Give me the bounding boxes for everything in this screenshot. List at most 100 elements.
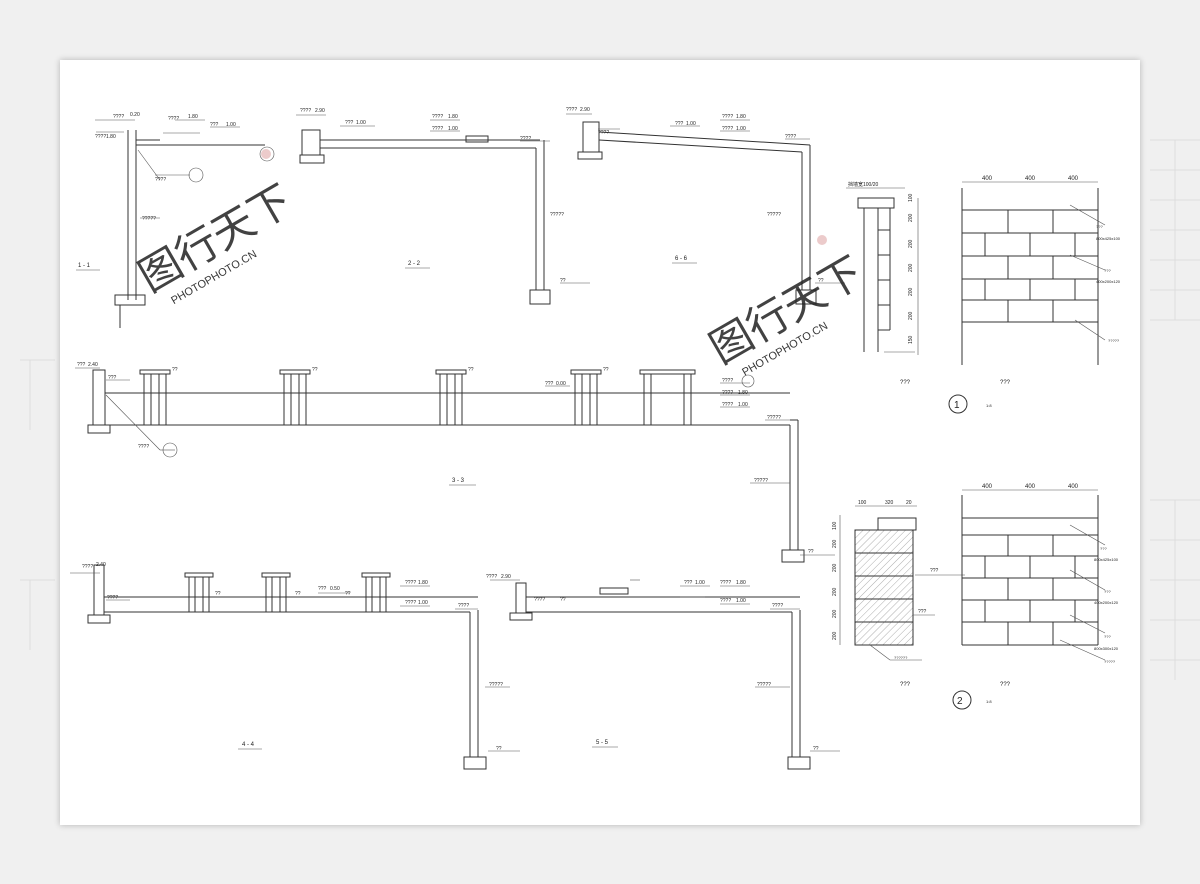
watermark-2: 图行天下 PHOTOPHOTO.CN xyxy=(701,247,871,379)
dim-top: 400 xyxy=(1068,176,1079,182)
detail-marker-1 xyxy=(948,394,968,414)
elev-label: ??? xyxy=(318,586,327,592)
dim-side: 200 xyxy=(908,311,914,320)
detail-marker-2 xyxy=(952,690,972,710)
callout-label: 800x425x100 xyxy=(1096,236,1121,241)
elev-label: ?? xyxy=(813,746,819,752)
detail1-scale: 1:8 xyxy=(986,403,992,408)
elev-label: ???? xyxy=(155,177,166,183)
watermark-seal xyxy=(817,235,827,245)
elev-label: ???? xyxy=(95,134,106,140)
elev-label: ????? xyxy=(489,682,503,688)
elev-label: ???? xyxy=(598,130,609,136)
elev-label: ???? xyxy=(432,114,443,120)
section-5-5: ???? 2.90 ???? ?? ??? 1.00 ???? 1.80 ???… xyxy=(486,574,840,770)
elev-label: ????? xyxy=(757,682,771,688)
section-2-2: ???? 2.90 ??? 1.00 ???? 1.80 ???? 1.00 ?… xyxy=(296,108,590,305)
brick-courses-2 xyxy=(962,517,1098,646)
elev-label: 1.00 xyxy=(226,122,236,128)
elev-label: 1.00 xyxy=(695,580,705,586)
detail2-caption-right: ??? xyxy=(1000,682,1011,688)
dim-top: 400 xyxy=(982,484,993,490)
elev-label: ?? xyxy=(312,367,318,373)
brick-courses-1 xyxy=(962,209,1098,323)
elev-label: ????? xyxy=(767,415,781,421)
elev-label: ?? xyxy=(496,746,502,752)
dim-side: 150 xyxy=(908,335,914,344)
dim-top: 400 xyxy=(1025,484,1036,490)
elev-label: ???? xyxy=(722,402,733,408)
elev-label: ???? xyxy=(566,107,577,113)
callout-label: ??? xyxy=(1104,589,1111,594)
detail-2: 100 320 20 100 200 200 200 200 200 ?????… xyxy=(832,484,1119,710)
elev-label: ???? xyxy=(720,580,731,586)
elev-label: ???? xyxy=(168,116,179,122)
callout-label: ????? xyxy=(1108,338,1120,343)
detail2-mid-label: ??? xyxy=(918,609,927,615)
elev-label: ?? xyxy=(818,278,824,284)
elev-label: ??? xyxy=(210,122,219,128)
elev-label: ?? xyxy=(172,367,178,373)
callout-label: ????? xyxy=(1104,659,1116,664)
section-label-4-4: 4 - 4 xyxy=(242,742,255,748)
detail1-header: 挡墙宽100/20 xyxy=(848,181,879,188)
detail2-mid-label: ??? xyxy=(930,568,939,574)
dim-top-left: 20 xyxy=(906,500,912,506)
dim-side: 200 xyxy=(832,539,838,548)
detail2-left-note: ?????? xyxy=(894,655,908,660)
dim-side: 200 xyxy=(908,213,914,222)
section-label-1-1: 1 - 1 xyxy=(78,263,91,269)
section-6-6: ???? 2.90 ???? ??? 1.00 ???? 1.80 ???? 1… xyxy=(566,107,845,305)
callout-label: 400x200x120 xyxy=(1096,279,1121,284)
elev-label: ?? xyxy=(295,591,301,597)
elev-label: 1.00 xyxy=(448,126,458,132)
dim-side: 200 xyxy=(832,609,838,618)
elev-label: 1.80 xyxy=(736,114,746,120)
elev-label: 1.00 xyxy=(736,126,746,132)
section-label-3-3: 3 - 3 xyxy=(452,478,465,484)
elev-label: ????? xyxy=(754,478,768,484)
callout-label: 400x200x120 xyxy=(1094,600,1119,605)
elev-label: 2.40 xyxy=(96,562,106,568)
elev-label: 0.00 xyxy=(556,381,566,387)
dim-side: 200 xyxy=(832,587,838,596)
dim-side: 200 xyxy=(908,263,914,272)
elev-label: ??? xyxy=(108,375,117,381)
elev-label: ???? xyxy=(486,574,497,580)
callout-label: 800x300x120 xyxy=(1094,646,1119,651)
elev-label: ?? xyxy=(468,367,474,373)
elev-label: 1.80 xyxy=(106,134,116,140)
section-label-5-5: 5 - 5 xyxy=(596,740,609,746)
elev-label: ??? xyxy=(675,121,684,127)
detail2-scale: 1:8 xyxy=(986,699,992,704)
elev-label: ?? xyxy=(345,591,351,597)
detail1-number: 1 xyxy=(954,400,960,411)
elev-label: 0.20 xyxy=(130,112,140,118)
elev-label: 2.90 xyxy=(580,107,590,113)
dim-side: 200 xyxy=(908,287,914,296)
elev-label: ???? xyxy=(405,600,416,606)
elev-label: ????? xyxy=(767,212,781,218)
elev-label: ???? xyxy=(300,108,311,114)
watermark-1: 图行天下 PHOTOPHOTO.CN xyxy=(130,175,300,307)
section-1-1: ???? 0.20 ???? 1.80 ???? 1.80 ??? 1.00 ?… xyxy=(76,112,275,328)
drawing-sheet xyxy=(60,60,1140,825)
elev-label: 1.00 xyxy=(686,121,696,127)
elev-label: 1.00 xyxy=(738,402,748,408)
elev-label: ???? xyxy=(785,134,796,140)
section-4-4: ???? 2.40 ???? ?? ?? ??? 0.50 ?? ???? 1.… xyxy=(70,562,520,770)
elev-label: ????? xyxy=(550,212,564,218)
elev-label: ??? xyxy=(345,120,354,126)
dim-top: 400 xyxy=(1025,176,1036,182)
elev-label: ?? xyxy=(560,278,566,284)
elev-label: 1.00 xyxy=(736,598,746,604)
elev-label: ???? xyxy=(722,390,733,396)
callout-label: ??? xyxy=(1104,634,1111,639)
callout-label: ??? xyxy=(1100,546,1107,551)
elev-label: ???? xyxy=(722,126,733,132)
elev-label: ???? xyxy=(534,597,545,603)
dim-side: 200 xyxy=(832,563,838,572)
elev-label: ???? xyxy=(720,598,731,604)
detail2-number: 2 xyxy=(957,696,963,707)
